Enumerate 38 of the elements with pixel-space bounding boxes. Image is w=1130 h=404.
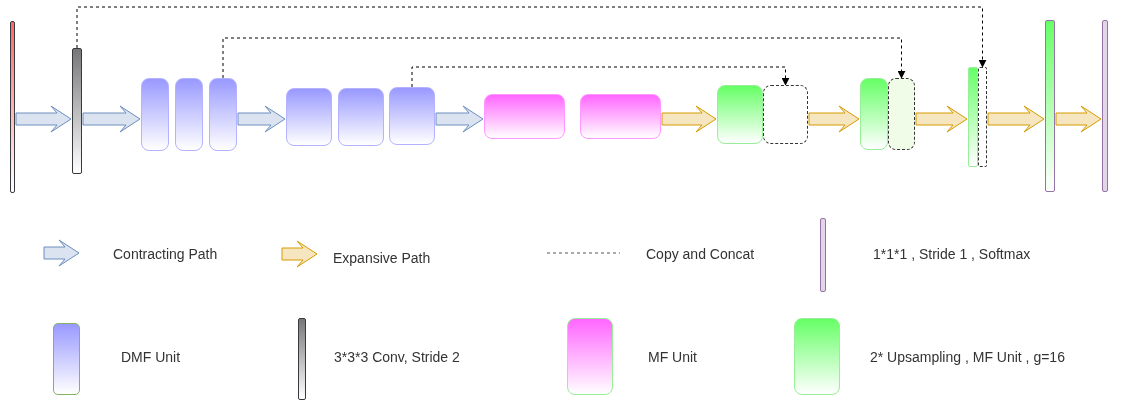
block-arrow xyxy=(987,105,1045,133)
legend-text: 2* Upsampling , MF Unit , g=16 xyxy=(870,349,1065,365)
dmf-unit-block xyxy=(338,88,384,146)
conv-layer-bar xyxy=(72,48,82,174)
block-arrow xyxy=(237,105,286,133)
dmf-unit-block xyxy=(286,88,332,146)
mf-unit-block xyxy=(580,94,661,139)
legend-text: Contracting Path xyxy=(113,246,218,262)
dmf-unit-block xyxy=(209,78,237,151)
skip-connection-arrow xyxy=(222,37,906,79)
mf-unit-block xyxy=(484,94,565,139)
legend-text: DMF Unit xyxy=(121,349,181,365)
skip-connection-arrow xyxy=(76,6,987,68)
dmf-unit-block xyxy=(175,78,203,151)
softmax-layer-bar xyxy=(1102,20,1108,192)
upsampling-block xyxy=(717,85,763,144)
concat-block xyxy=(763,85,808,144)
upsampling-bar xyxy=(1045,20,1055,192)
concat-block xyxy=(978,67,987,167)
upsampling-block xyxy=(968,67,978,167)
legend-text: MF Unit xyxy=(648,349,697,365)
block-arrow xyxy=(82,105,141,133)
upsampling-block xyxy=(860,78,888,150)
block-arrow xyxy=(1055,105,1102,133)
legend-text: Copy and Concat xyxy=(646,246,755,262)
skip-connection-arrow xyxy=(411,66,790,88)
concat-block xyxy=(888,78,915,150)
dmf-unit-block xyxy=(389,87,435,145)
block-arrow xyxy=(915,105,968,133)
block-arrow xyxy=(661,105,717,133)
legend-text: 1*1*1 , Stride 1 , Softmax xyxy=(873,246,1031,262)
legend-text: 3*3*3 Conv, Stride 2 xyxy=(334,349,460,365)
block-arrow xyxy=(435,105,484,133)
dmf-unit-block xyxy=(141,78,169,151)
input-volume-bar xyxy=(10,21,15,193)
block-arrow xyxy=(15,105,72,133)
legend-text: Expansive Path xyxy=(333,250,431,266)
block-arrow xyxy=(808,105,860,133)
